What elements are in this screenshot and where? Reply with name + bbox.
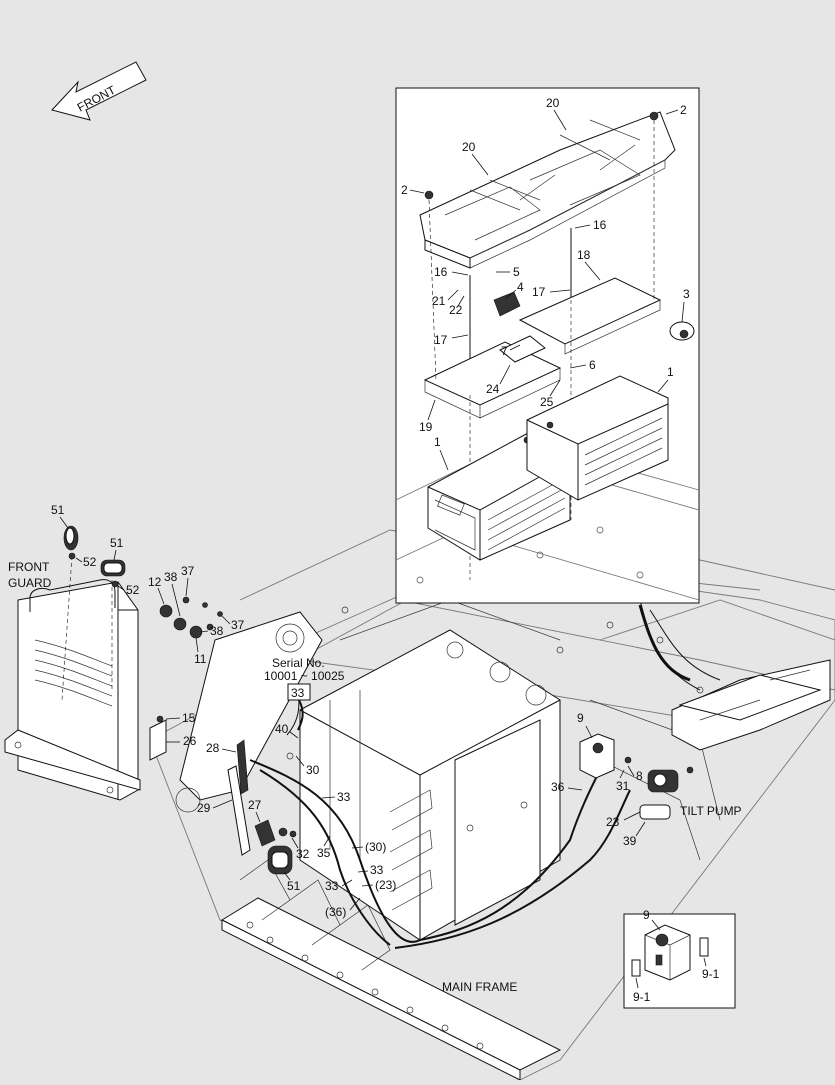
callout: 22 — [449, 303, 463, 317]
front-guard-label: GUARD — [8, 576, 52, 590]
work-light — [100, 559, 126, 588]
washer-detail-inset — [623, 913, 736, 1009]
callout: 5 — [513, 265, 520, 279]
callout: 18 — [577, 248, 591, 262]
bracket — [149, 715, 167, 761]
callout: 27 — [248, 798, 262, 812]
callout: 31 — [616, 779, 630, 793]
serial-range-label: 10001 ~ 10025 — [264, 669, 345, 683]
front-direction-arrow: FRONT — [51, 61, 147, 121]
callout: 28 — [206, 741, 220, 755]
callout: 52 — [126, 583, 140, 597]
callout: 33 — [337, 790, 351, 804]
callout: 1 — [434, 435, 441, 449]
callout: 33 — [370, 863, 384, 877]
callout: (23) — [375, 878, 396, 892]
callout: 24 — [486, 382, 500, 396]
battery-inset — [395, 87, 700, 604]
tilt-pump — [639, 766, 694, 820]
callout: 2 — [680, 103, 687, 117]
callout: 26 — [183, 734, 197, 748]
callout: 23 — [606, 815, 620, 829]
main-frame-label: MAIN FRAME — [442, 980, 517, 994]
battery — [526, 375, 669, 501]
callout: (36) — [325, 905, 346, 919]
callout: 15 — [182, 711, 196, 725]
callout: 6 — [589, 358, 596, 372]
serial-label: Serial No. — [272, 656, 325, 670]
tilt-pump-label: TILT PUMP — [680, 804, 742, 818]
battery-switch — [669, 321, 695, 341]
washer-tank — [579, 733, 615, 779]
work-light-lower — [267, 845, 293, 875]
callout: 51 — [51, 503, 65, 517]
callout: 9-1 — [702, 967, 720, 981]
battery-cover — [419, 111, 676, 269]
callout: 21 — [432, 294, 446, 308]
front-guard-hatching — [34, 639, 113, 707]
callout: 33 — [325, 879, 339, 893]
harness-cables — [249, 689, 631, 949]
callout: 12 — [148, 575, 162, 589]
callout: 16 — [434, 265, 448, 279]
callout: 3 — [683, 287, 690, 301]
callout: 52 — [83, 555, 97, 569]
front-guard — [4, 555, 141, 801]
callout: 7 — [501, 344, 508, 358]
callout: 4 — [517, 280, 524, 294]
callout: 9-1 — [633, 990, 651, 1004]
callout: 9 — [577, 711, 584, 725]
callout: 29 — [197, 801, 211, 815]
serial-part-number: 33 — [291, 686, 305, 700]
callout: 39 — [623, 834, 637, 848]
front-guard-label: FRONT — [8, 560, 50, 574]
callout: 35 — [317, 846, 331, 860]
callout: 1 — [667, 365, 674, 379]
callout-numbers: 20 20 2 2 16 18 16 5 4 21 22 17 3 17 7 6… — [51, 96, 720, 1004]
labels: FRONT GUARD Serial No. 10001 ~ 10025 33 … — [8, 560, 742, 994]
callout: 11 — [194, 652, 207, 666]
callout: 36 — [551, 780, 565, 794]
callout: 51 — [287, 879, 301, 893]
callout: 40 — [275, 722, 289, 736]
assembled-battery — [671, 659, 831, 751]
callout: 20 — [462, 140, 476, 154]
callout: 37 — [181, 564, 195, 578]
callout: 2 — [401, 183, 408, 197]
callout: 17 — [434, 333, 448, 347]
callout: 17 — [532, 285, 546, 299]
work-light — [63, 525, 79, 560]
callout: 32 — [296, 847, 310, 861]
callout: (30) — [365, 840, 386, 854]
callout: 51 — [110, 536, 124, 550]
callout: 25 — [540, 395, 554, 409]
callout: 37 — [231, 618, 245, 632]
callout: 8 — [636, 769, 643, 783]
callout: 19 — [419, 420, 433, 434]
callout: 16 — [593, 218, 607, 232]
callout: 30 — [306, 763, 320, 777]
callout: 9 — [643, 908, 650, 922]
callout: 20 — [546, 96, 560, 110]
callout: 38 — [164, 570, 178, 584]
callout: 38 — [210, 624, 224, 638]
